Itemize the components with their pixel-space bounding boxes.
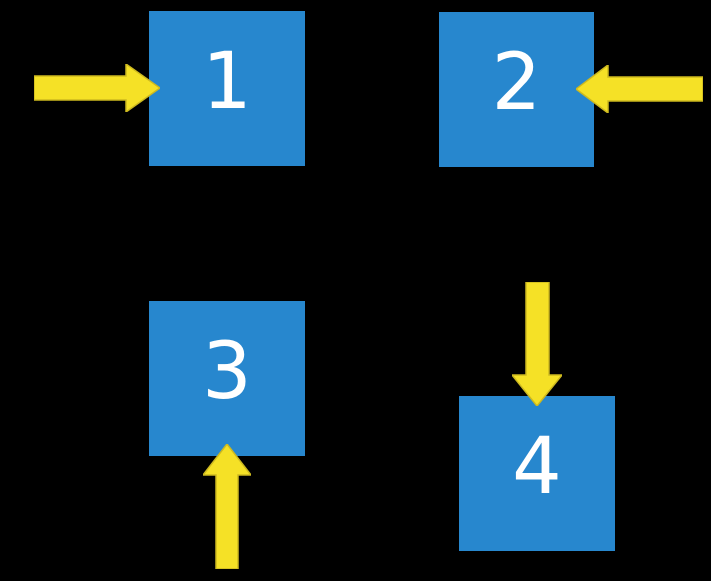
box-3-label: 3: [202, 326, 252, 417]
arrow-down-icon: [512, 282, 562, 406]
box-3: 3: [149, 301, 305, 456]
box-2: 2: [439, 12, 594, 167]
box-2-label: 2: [491, 37, 542, 128]
box-1: 1: [149, 11, 305, 166]
box-4-label: 4: [512, 421, 562, 512]
arrow-up-icon: [203, 444, 251, 569]
arrow-left-icon: [576, 65, 703, 113]
box-1-label: 1: [202, 36, 252, 127]
box-4: 4: [459, 396, 615, 551]
arrow-right-icon: [34, 64, 160, 112]
